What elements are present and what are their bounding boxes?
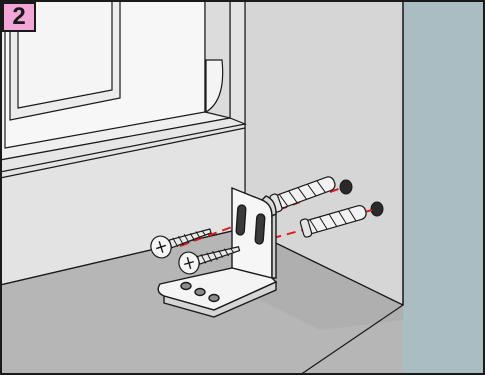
- step-number: 2: [12, 3, 25, 31]
- right-wall: [403, 0, 485, 375]
- step-number-badge: 2: [2, 2, 36, 32]
